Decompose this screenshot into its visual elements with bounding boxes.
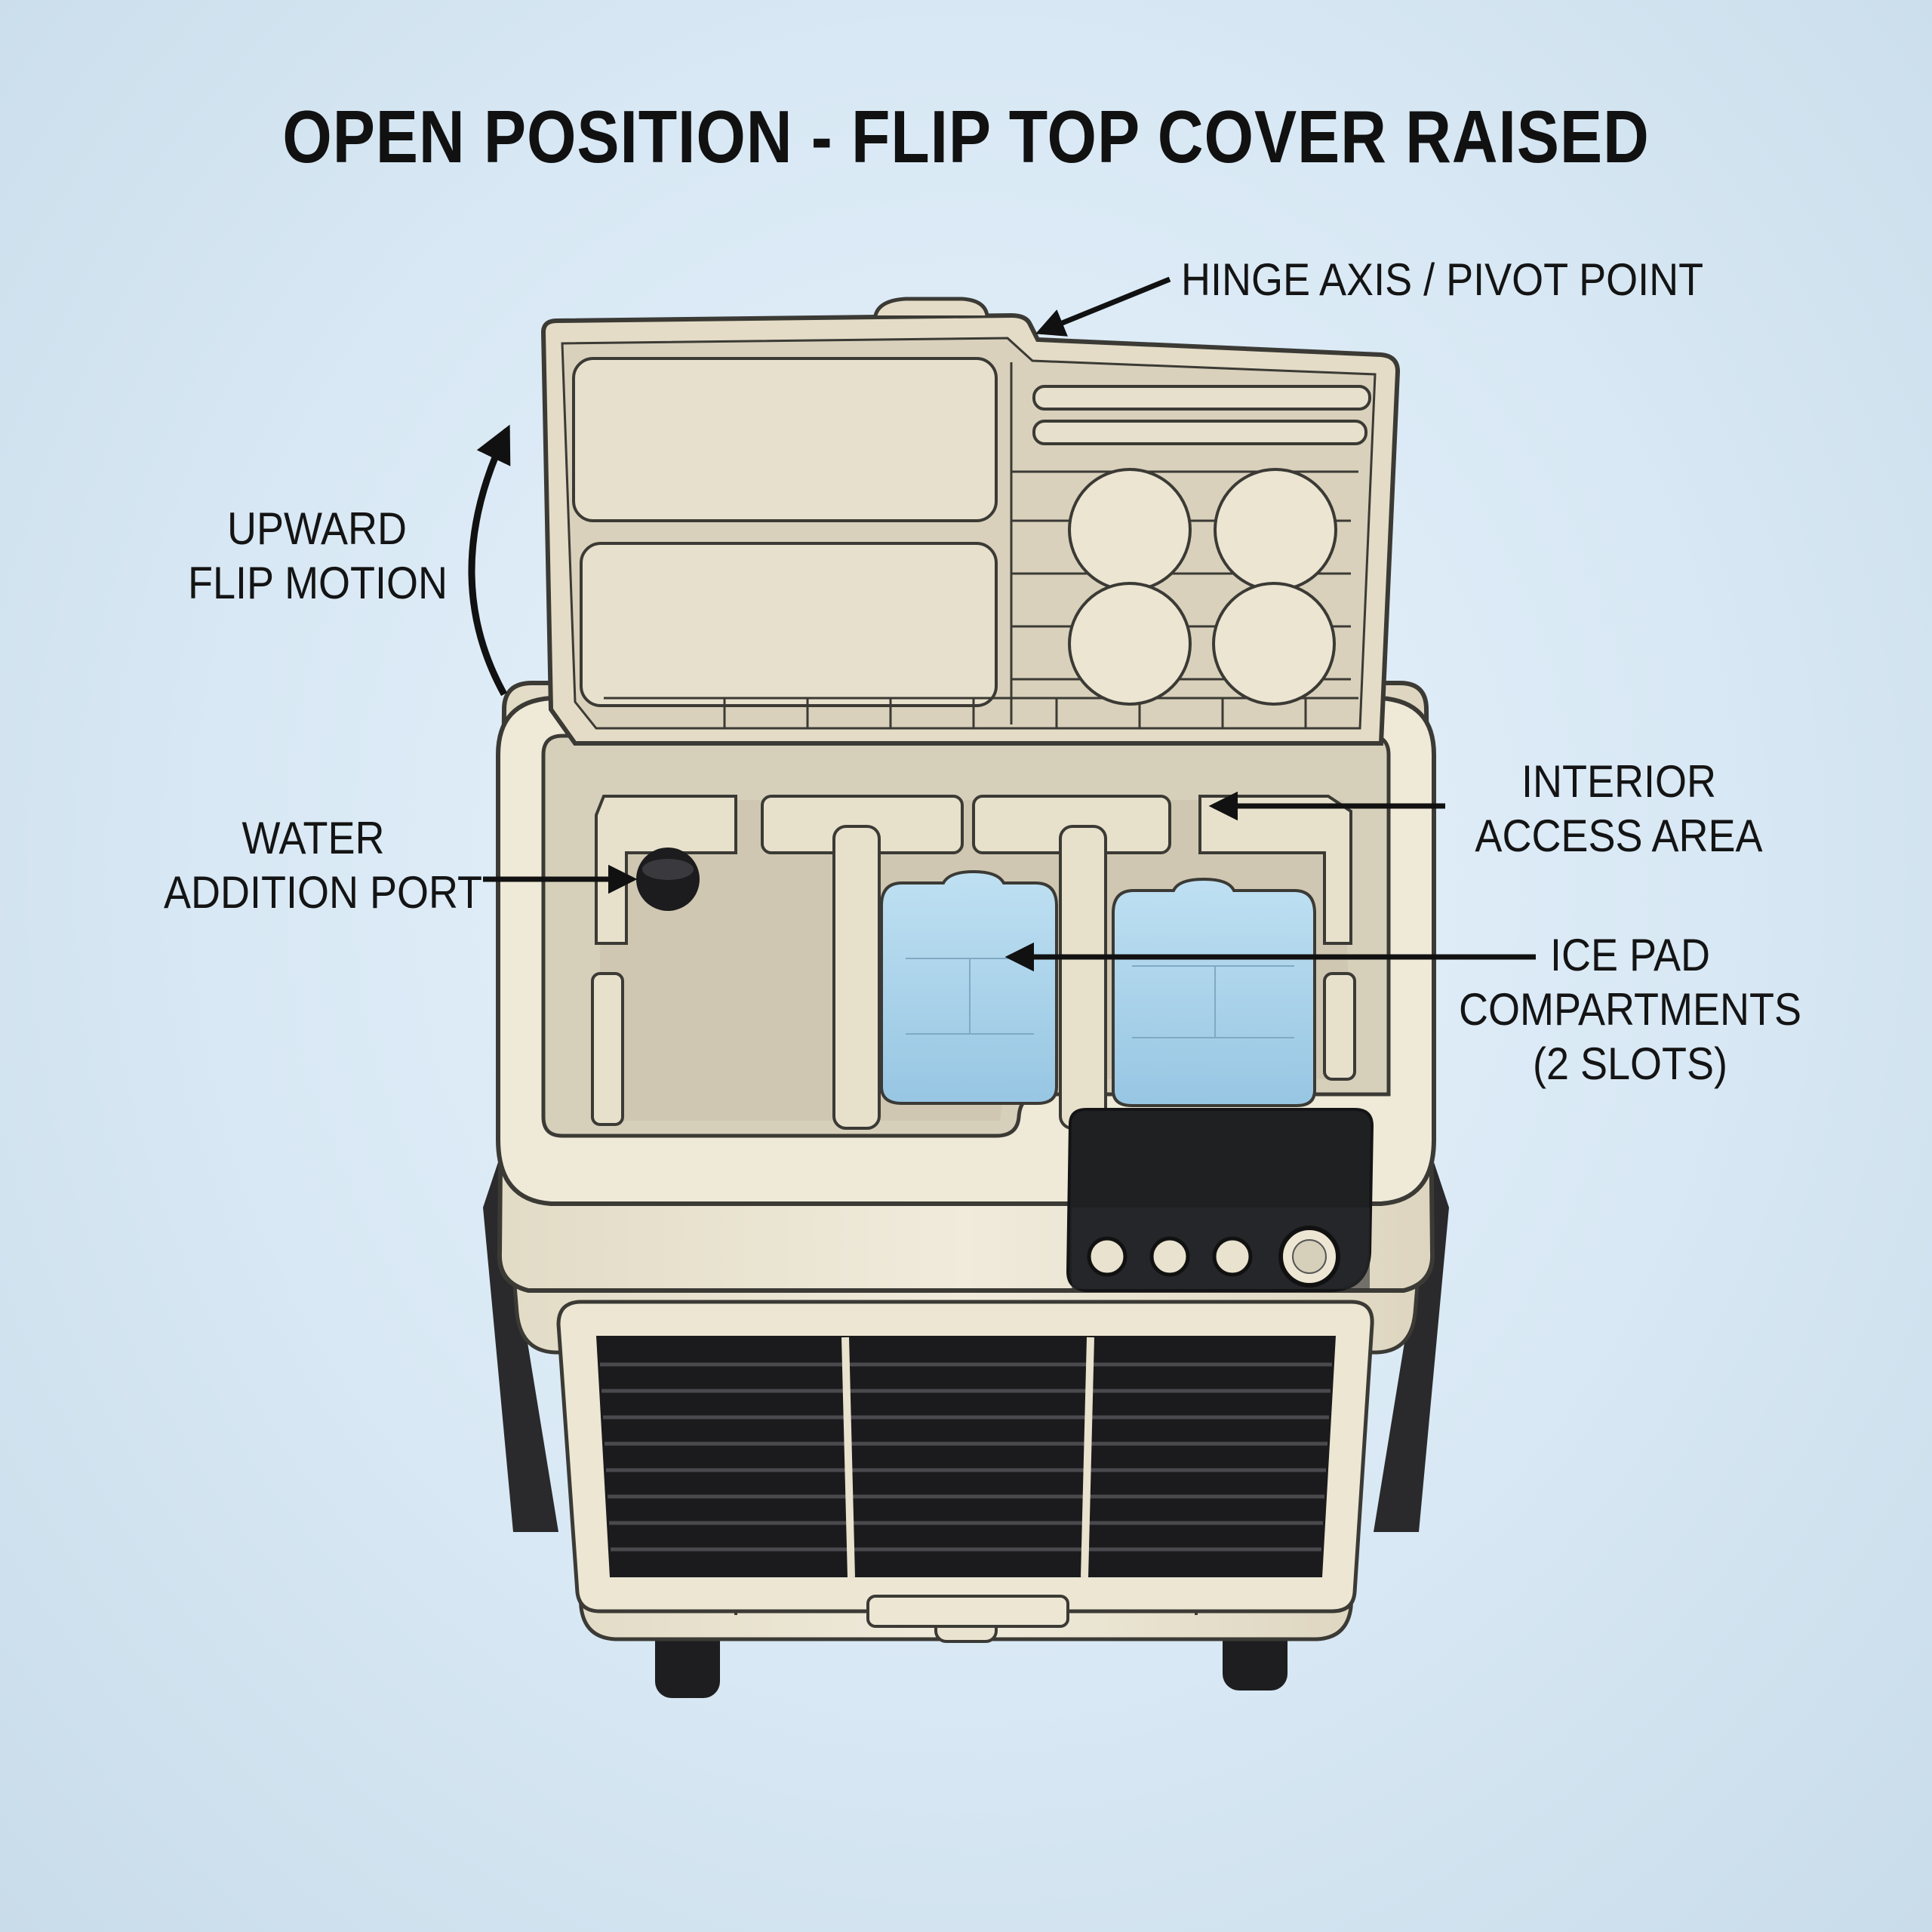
diagram-title: OPEN POSITION - FLIP TOP COVER RAISED	[282, 95, 1650, 178]
callout-line: WATER	[242, 813, 385, 863]
callout-line: HINGE AXIS / PIVOT POINT	[1181, 254, 1704, 305]
lid-cup-icon	[1068, 468, 1337, 706]
callout-flip: UPWARD FLIP MOTION	[188, 502, 448, 611]
callout-line: INTERIOR	[1521, 756, 1716, 807]
ice-pack-right	[1112, 877, 1316, 1107]
callout-line: ADDITION PORT	[164, 867, 483, 918]
air-grille	[556, 1300, 1374, 1628]
callout-line: ICE PAD	[1549, 930, 1711, 980]
callout-line: FLIP MOTION	[188, 558, 448, 608]
button-icon[interactable]	[1212, 1236, 1253, 1277]
caster-wheel-icon	[655, 1623, 720, 1698]
flip-top-lid	[540, 297, 1401, 746]
arrow-icon	[1035, 276, 1171, 337]
callout-line: COMPARTMENTS	[1458, 984, 1802, 1035]
callout-hinge: HINGE AXIS / PIVOT POINT	[1181, 253, 1703, 307]
water-cap-icon	[636, 848, 700, 911]
arrow-icon	[468, 424, 511, 697]
callout-water: WATER ADDITION PORT	[164, 811, 483, 920]
callout-interior: INTERIOR ACCESS AREA	[1466, 755, 1772, 863]
callout-line: (2 SLOTS)	[1532, 1038, 1728, 1089]
interior-partitions	[591, 795, 1356, 1130]
callout-icepad: ICE PAD COMPARTMENTS (2 SLOTS)	[1454, 928, 1807, 1091]
callout-line: UPWARD	[227, 503, 407, 554]
ice-pack-left	[880, 869, 1058, 1105]
knob-icon[interactable]	[1278, 1226, 1340, 1287]
button-icon[interactable]	[1149, 1236, 1190, 1277]
button-icon[interactable]	[1087, 1236, 1128, 1277]
callout-line: ACCESS AREA	[1475, 811, 1763, 861]
